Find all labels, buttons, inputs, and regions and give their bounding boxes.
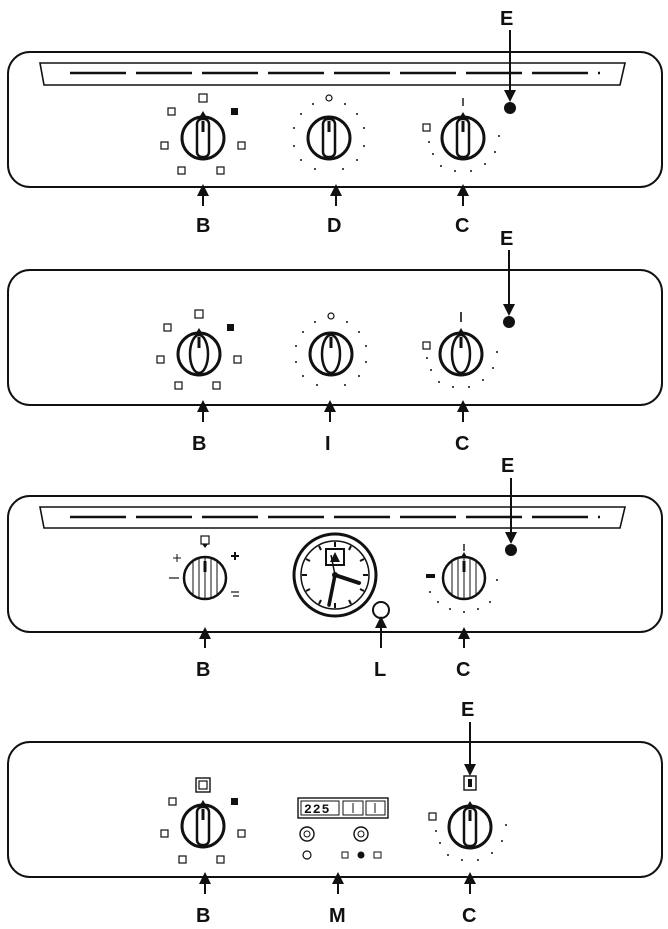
function-selector-knob[interactable]	[169, 535, 239, 601]
callout-label-c: C	[455, 433, 469, 455]
callout-label-e: E	[500, 8, 513, 30]
callout-label-e: E	[500, 228, 513, 250]
indicator-light-icon	[463, 775, 477, 791]
timer-knob[interactable]	[295, 312, 367, 386]
clock-icon	[302, 850, 312, 860]
function-selector-knob[interactable]	[160, 777, 246, 864]
indicator-light-icon	[504, 102, 516, 114]
callout-label-e: E	[461, 699, 474, 721]
indicator-light-icon	[503, 316, 515, 328]
bell-icon	[357, 851, 365, 859]
callout-label-c: C	[455, 215, 469, 237]
callout-label-b: B	[196, 215, 210, 237]
callout-label-b: B	[192, 433, 206, 455]
thermostat-knob[interactable]	[422, 98, 500, 172]
thermostat-knob[interactable]	[428, 801, 507, 861]
vent-slot	[39, 62, 627, 86]
indicator-light-icon	[505, 544, 517, 556]
digital-timer: 225	[297, 797, 389, 860]
clock-adjust-button[interactable]	[372, 601, 390, 619]
panel-3: B L C E	[7, 455, 663, 681]
minus-icon	[341, 851, 349, 859]
callout-label-mid: D	[327, 215, 341, 237]
callout-label-c: C	[456, 659, 470, 681]
timer-display: 225	[304, 802, 330, 817]
panel-2: B I C E	[7, 228, 663, 455]
callout-label-mid: M	[329, 905, 346, 927]
callout-label-mid: L	[374, 659, 386, 681]
panel-1: B D C E	[7, 8, 663, 237]
analog-clock-icon	[292, 532, 378, 618]
function-selector-knob[interactable]	[160, 93, 246, 175]
callout-label-b: B	[196, 905, 210, 927]
callout-label-mid: I	[325, 433, 331, 455]
panel-4: 225	[7, 699, 663, 927]
timer-button-right[interactable]	[353, 826, 369, 842]
function-selector-knob[interactable]	[156, 309, 242, 390]
vent-slot	[39, 506, 627, 529]
callout-label-b: B	[196, 659, 210, 681]
callout-label-c: C	[462, 905, 476, 927]
timer-knob[interactable]	[293, 94, 365, 170]
callout-label-e: E	[501, 455, 514, 477]
thermostat-knob[interactable]	[422, 312, 498, 388]
plus-icon	[373, 851, 382, 859]
thermostat-knob[interactable]	[426, 544, 498, 613]
timer-button-left[interactable]	[299, 826, 315, 842]
